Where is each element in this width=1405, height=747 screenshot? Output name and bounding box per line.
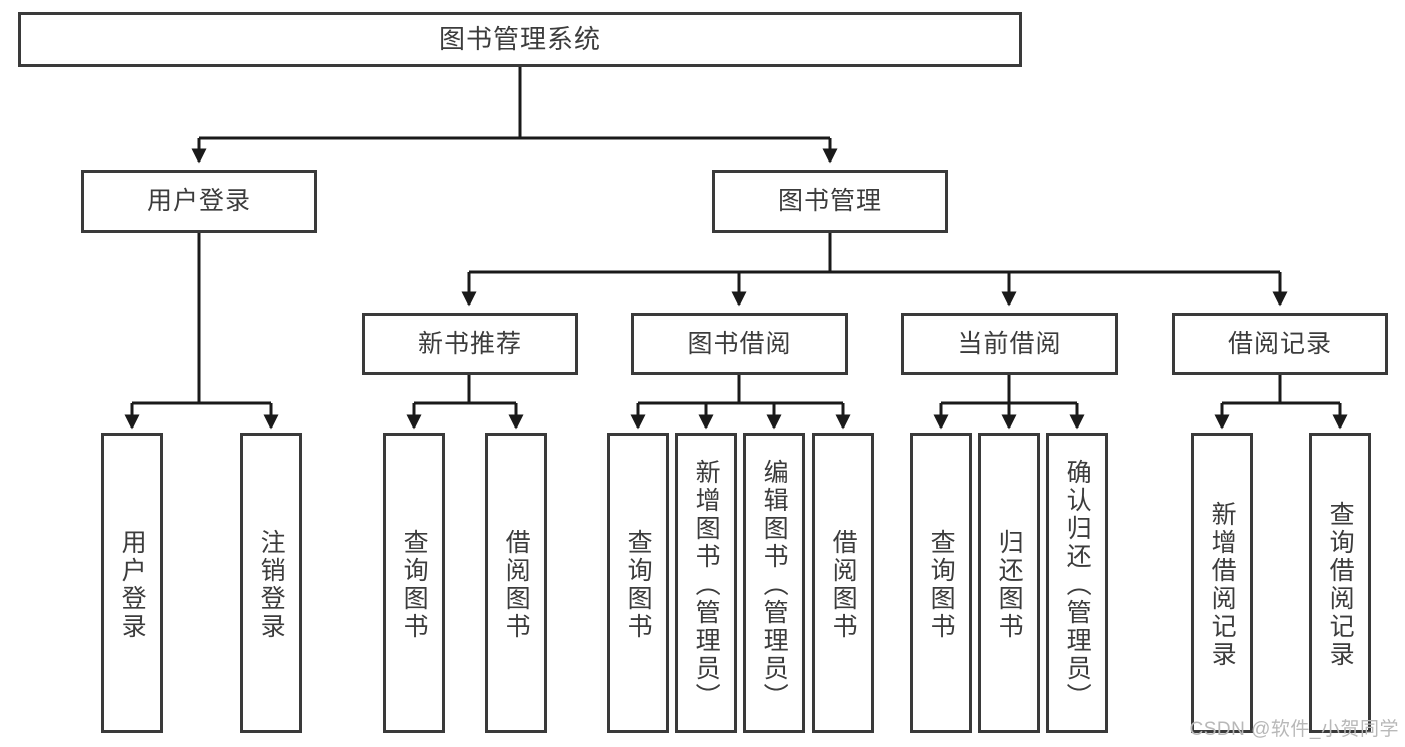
leaf-borrow-book-1[interactable]: 借阅图书	[485, 433, 547, 733]
node-book-management-label: 图书管理	[777, 187, 882, 216]
node-root-system[interactable]: 图书管理系统	[18, 12, 1022, 67]
leaf-edit-book-label: 编辑图书（管理员）	[760, 459, 789, 711]
leaf-query-book-3[interactable]: 查询图书	[910, 433, 972, 733]
leaf-query-book-2[interactable]: 查询图书	[607, 433, 669, 733]
leaf-borrow-book-2[interactable]: 借阅图书	[812, 433, 874, 733]
leaf-query-record[interactable]: 查询借阅记录	[1309, 433, 1371, 733]
leaf-edit-book[interactable]: 编辑图书（管理员）	[743, 433, 805, 733]
node-borrow-record[interactable]: 借阅记录	[1172, 313, 1388, 375]
leaf-confirm-return[interactable]: 确认归还（管理员）	[1046, 433, 1108, 733]
leaf-user-login-label: 用户登录	[118, 529, 147, 641]
leaf-query-book-3-label: 查询图书	[927, 529, 956, 641]
node-book-management[interactable]: 图书管理	[712, 170, 948, 233]
node-new-book-recommend[interactable]: 新书推荐	[362, 313, 578, 375]
leaf-add-book-label: 新增图书（管理员）	[692, 459, 721, 711]
leaf-user-login[interactable]: 用户登录	[101, 433, 163, 733]
leaf-add-book[interactable]: 新增图书（管理员）	[675, 433, 737, 733]
leaf-add-record[interactable]: 新增借阅记录	[1191, 433, 1253, 733]
node-root-system-label: 图书管理系统	[438, 23, 601, 54]
node-new-book-recommend-label: 新书推荐	[417, 329, 522, 358]
node-book-borrow[interactable]: 图书借阅	[631, 313, 848, 375]
leaf-logout[interactable]: 注销登录	[240, 433, 302, 733]
leaf-add-record-label: 新增借阅记录	[1208, 501, 1237, 669]
csdn-watermark: CSDN @软件_小贺同学	[1189, 719, 1399, 740]
leaf-return-book[interactable]: 归还图书	[978, 433, 1040, 733]
node-borrow-record-label: 借阅记录	[1227, 329, 1332, 358]
leaf-return-book-label: 归还图书	[995, 529, 1024, 641]
leaf-query-book-1-label: 查询图书	[400, 529, 429, 641]
leaf-confirm-return-label: 确认归还（管理员）	[1063, 459, 1092, 711]
leaf-query-book-2-label: 查询图书	[624, 529, 653, 641]
node-book-borrow-label: 图书借阅	[687, 329, 792, 358]
node-user-login-label: 用户登录	[146, 187, 251, 216]
node-user-login[interactable]: 用户登录	[81, 170, 317, 233]
leaf-logout-label: 注销登录	[257, 529, 286, 641]
leaf-query-record-label: 查询借阅记录	[1326, 501, 1355, 669]
leaf-borrow-book-1-label: 借阅图书	[502, 529, 531, 641]
node-current-borrow-label: 当前借阅	[957, 329, 1062, 358]
leaf-query-book-1[interactable]: 查询图书	[383, 433, 445, 733]
leaf-borrow-book-2-label: 借阅图书	[829, 529, 858, 641]
node-current-borrow[interactable]: 当前借阅	[901, 313, 1118, 375]
